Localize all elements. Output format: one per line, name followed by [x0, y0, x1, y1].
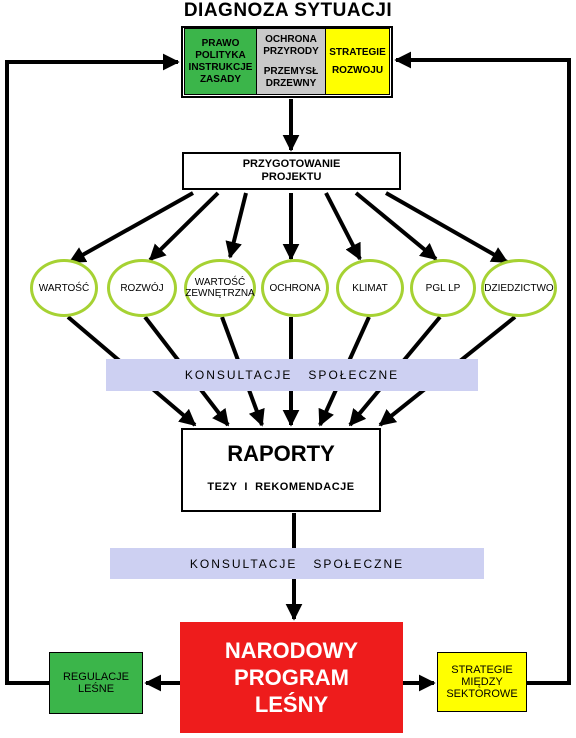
consultation-label: KONSULTACJE SPOŁECZNE [189, 556, 405, 571]
raporty-box: RAPORTY TEZY I REKOMENDACJE [181, 428, 381, 512]
consultation-band-1: KONSULTACJE SPOŁECZNE [106, 359, 478, 391]
topic-dziedzictwo: DZIEDZICTWO [481, 259, 557, 317]
diagnoza-green-line: ZASADY [199, 73, 242, 85]
regulacje-line: LEŚNE [77, 683, 115, 695]
topic-wartosc-zewnetrzna: WARTOŚĆ ZEWNĘTRZNA [184, 259, 256, 317]
strategie-line: MIĘDZY [461, 676, 503, 688]
diagnoza-gray-line: DRZEWNY [265, 77, 317, 89]
diagnoza-prawo-cell: PRAWO POLITYKA INSTRUKCJE ZASADY [184, 28, 257, 95]
npl-line: NARODOWY [224, 638, 359, 663]
diagnoza-green-line: INSTRUKCJE [188, 61, 253, 73]
diagnoza-gray-line: OCHRONA [265, 33, 317, 45]
arrow-prep-to-wartosc-zewnetrzna [225, 192, 248, 259]
strategie-line: SEKTOROWE [446, 688, 518, 700]
regulacje-lesne-box: REGULACJE LEŚNE [49, 652, 143, 714]
topic-ochrona: OCHRONA [261, 259, 329, 317]
narodowy-program-lesny-box: NARODOWY PROGRAM LEŚNY [180, 622, 403, 733]
raporty-title: RAPORTY [227, 441, 335, 466]
topic-rozwoj: ROZWÓJ [107, 259, 177, 317]
regulacje-line: REGULACJE [62, 671, 130, 683]
raporty-subtitle: TEZY I REKOMENDACJE [207, 481, 355, 493]
feedback-arrow-right [394, 51, 571, 685]
topic-label-line: ZEWNĘTRZNA [185, 288, 255, 299]
prep-line: PRZYGOTOWANIE [242, 158, 341, 170]
feedback-arrow-left [5, 53, 180, 685]
topic-label: ROZWÓJ [120, 282, 164, 294]
topic-wartosc: WARTOŚĆ [30, 259, 98, 317]
diagram-title: DIAGNOZA SYTUACJI [183, 0, 393, 21]
arrow-prep-to-dziedzictwo [385, 191, 509, 264]
diagnoza-green-line: POLITYKA [195, 49, 246, 61]
arrow-prep-to-rozwoj [148, 191, 220, 262]
arrow-prep-to-pgl [354, 191, 438, 261]
diagnoza-strategie-cell: STRATEGIE ROZWOJU [325, 28, 390, 95]
diagnoza-yellow-line: ROZWOJU [331, 64, 384, 76]
topic-klimat: KLIMAT [336, 259, 404, 317]
arrow-prep-to-klimat [324, 192, 362, 261]
przygotowanie-box: PRZYGOTOWANIE PROJEKTU [182, 152, 401, 190]
topic-label: WARTOŚĆ [38, 282, 90, 294]
topic-label: OCHRONA [269, 282, 321, 294]
consultation-band-2: KONSULTACJE SPOŁECZNE [110, 548, 484, 579]
strategie-miedzysektorowe-box: STRATEGIE MIĘDZY SEKTOROWE [437, 652, 527, 712]
topic-label: KLIMAT [352, 282, 388, 294]
npl-line: PROGRAM [234, 665, 349, 690]
diagnoza-yellow-line: STRATEGIE [329, 46, 386, 58]
topic-pgl-lp: PGL LP [410, 259, 476, 317]
prep-line: PROJEKTU [261, 171, 322, 183]
topic-label-line: WARTOŚĆ [194, 277, 246, 288]
topic-label: PGL LP [425, 282, 461, 294]
npl-line: LEŚNY [254, 692, 329, 717]
diagnoza-ochrona-cell: OCHRONA PRZYRODY PRZEMYSŁ DRZEWNY [257, 28, 325, 95]
topic-label: DZIEDZICTWO [484, 282, 554, 294]
strategie-line: STRATEGIE [451, 664, 513, 676]
diagnoza-gray-line: PRZEMYSŁ [263, 65, 319, 77]
consultation-label: KONSULTACJE SPOŁECZNE [184, 368, 400, 382]
diagnoza-gray-line: PRZYRODY [263, 45, 319, 57]
arrow-prep-to-wartosc [68, 191, 194, 264]
diagnoza-green-line: PRAWO [201, 37, 240, 49]
